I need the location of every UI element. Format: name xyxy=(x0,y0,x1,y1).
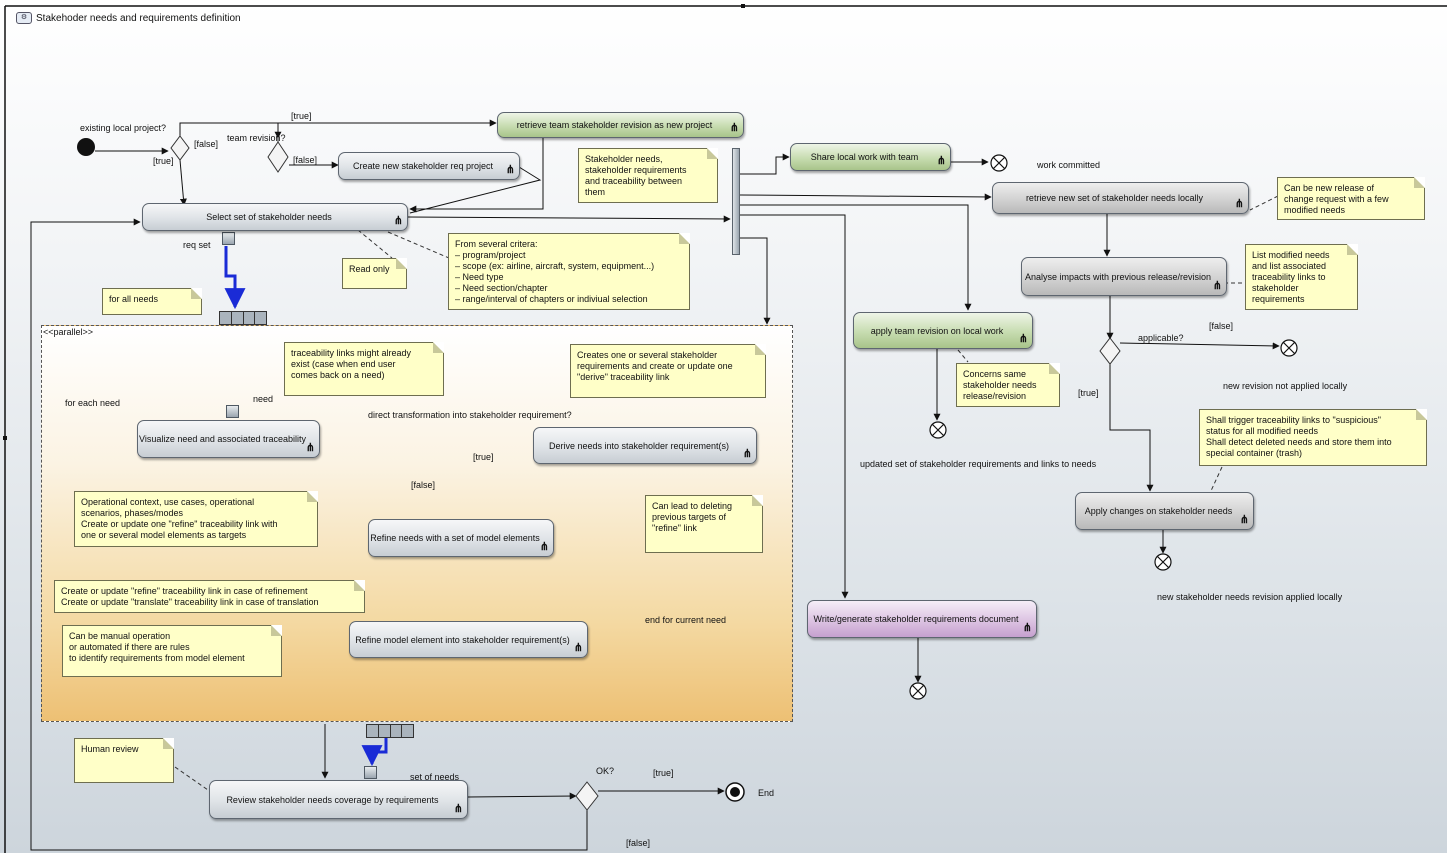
note-can-lead-delete: Can lead to deleting previous targets of… xyxy=(645,495,763,553)
label-end-current-need: end for current need xyxy=(645,615,727,625)
action-select-set-of-needs[interactable]: Select set of stakeholder needs⋔ xyxy=(142,203,408,231)
note-read-only: Read only xyxy=(342,258,407,289)
label-updated-set: updated set of stakeholder requirements … xyxy=(860,459,1097,469)
note-operational-context: Operational context, use cases, operatio… xyxy=(74,491,318,547)
guard-true: [true] xyxy=(291,111,312,121)
call-behavior-icon: ⋔ xyxy=(1234,198,1244,210)
note-stakeholder-needs: Stakeholder needs, stakeholder requireme… xyxy=(578,148,718,203)
req-set-pin[interactable] xyxy=(222,232,235,245)
guard-existing-local-project: existing local project? xyxy=(80,123,167,133)
label-new-revision-not-applied: new revision not applied locally xyxy=(1223,381,1348,391)
call-behavior-icon: ⋔ xyxy=(1022,622,1032,634)
note-suspicious: Shall trigger traceability links to "sus… xyxy=(1199,409,1427,466)
label-work-committed: work committed xyxy=(1037,160,1101,170)
call-behavior-icon: ⋔ xyxy=(505,164,515,176)
guard-false: [false] xyxy=(626,838,651,848)
label-for-each-need: for each need xyxy=(65,398,121,408)
guard-true: [true] xyxy=(1078,388,1099,398)
note-create-update-refine: Create or update "refine" traceability l… xyxy=(54,580,365,613)
pin-label-req-set: req set xyxy=(183,240,211,250)
call-behavior-icon: ⋔ xyxy=(393,215,403,227)
guard-direct-transformation: direct transformation into stakeholder r… xyxy=(368,410,572,420)
guard-true: [true] xyxy=(653,768,674,778)
guard-false: [false] xyxy=(293,155,318,165)
pin-label-set-of-needs: set of needs xyxy=(410,772,460,782)
guard-false: [false] xyxy=(1209,321,1234,331)
action-refine-needs[interactable]: Refine needs with a set of model element… xyxy=(368,519,554,557)
action-create-new-project[interactable]: Create new stakeholder req project⋔ xyxy=(338,152,520,180)
note-for-all-needs: for all needs xyxy=(102,288,202,315)
fork-node[interactable] xyxy=(732,148,740,255)
activity-icon: ⚙ xyxy=(16,12,32,24)
call-behavior-icon: ⋔ xyxy=(1239,514,1249,526)
note-criteria: From several critera: – program/project … xyxy=(448,233,690,310)
guard-ok: OK? xyxy=(596,766,615,776)
action-retrieve-team-revision[interactable]: retrieve team stakeholder revision as ne… xyxy=(497,112,744,138)
action-write-document[interactable]: Write/generate stakeholder requirements … xyxy=(807,600,1037,638)
guard-true: [true] xyxy=(153,156,174,166)
call-behavior-icon: ⋔ xyxy=(453,803,463,815)
note-new-release: Can be new release of change request wit… xyxy=(1277,177,1425,220)
guard-applicable: applicable? xyxy=(1138,333,1184,343)
call-behavior-icon: ⋔ xyxy=(1212,280,1222,292)
action-refine-model-element[interactable]: Refine model element into stakeholder re… xyxy=(349,621,588,658)
action-derive-needs[interactable]: Derive needs into stakeholder requiremen… xyxy=(533,427,757,464)
set-of-needs-pin[interactable] xyxy=(364,766,377,779)
call-behavior-icon: ⋔ xyxy=(573,642,583,654)
action-retrieve-new-set[interactable]: retrieve new set of stakeholder needs lo… xyxy=(992,182,1249,214)
call-behavior-icon: ⋔ xyxy=(729,122,739,134)
note-creates-derive: Creates one or several stakeholder requi… xyxy=(570,344,766,398)
diagram-title: ⚙ Stakehoder needs and requirements defi… xyxy=(16,12,241,24)
note-human-review: Human review xyxy=(74,738,174,783)
frame-border xyxy=(3,4,1447,853)
action-visualize-need[interactable]: Visualize need and associated traceabili… xyxy=(137,420,320,458)
guard-true: [true] xyxy=(473,452,494,462)
note-list-modified: List modified needs and list associated … xyxy=(1245,244,1358,310)
need-pin[interactable] xyxy=(226,405,239,418)
action-share-local-work[interactable]: Share local work with team⋔ xyxy=(790,143,951,171)
pin-label-need: need xyxy=(253,394,274,404)
input-expansion-node[interactable] xyxy=(219,311,267,325)
action-analyse-impacts[interactable]: Analyse impacts with previous release/re… xyxy=(1021,257,1227,296)
call-behavior-icon: ⋔ xyxy=(936,155,946,167)
call-behavior-icon: ⋔ xyxy=(742,448,752,460)
note-traceability-exist: traceability links might already exist (… xyxy=(284,342,444,396)
label-end: End xyxy=(758,788,775,798)
call-behavior-icon: ⋔ xyxy=(539,541,549,553)
action-review-coverage[interactable]: Review stakeholder needs coverage by req… xyxy=(209,780,468,819)
action-apply-team-revision[interactable]: apply team revision on local work⋔ xyxy=(853,312,1033,349)
note-concerns-same: Concerns same stakeholder needs release/… xyxy=(956,363,1060,407)
guard-team-revision: team revision? xyxy=(227,133,286,143)
call-behavior-icon: ⋔ xyxy=(1018,333,1028,345)
label-new-needs-applied: new stakeholder needs revision applied l… xyxy=(1157,592,1343,602)
parallel-region-label: <<parallel>> xyxy=(43,327,94,337)
guard-false: [false] xyxy=(411,480,436,490)
action-apply-changes[interactable]: Apply changes on stakeholder needs⋔ xyxy=(1075,492,1254,530)
note-manual-operation: Can be manual operation or automated if … xyxy=(62,625,282,677)
guard-false: [false] xyxy=(194,139,219,149)
activity-final-node xyxy=(725,782,745,802)
output-expansion-node[interactable] xyxy=(366,724,414,738)
diagram-title-text: Stakehoder needs and requirements defini… xyxy=(36,12,241,24)
call-behavior-icon: ⋔ xyxy=(305,442,315,454)
